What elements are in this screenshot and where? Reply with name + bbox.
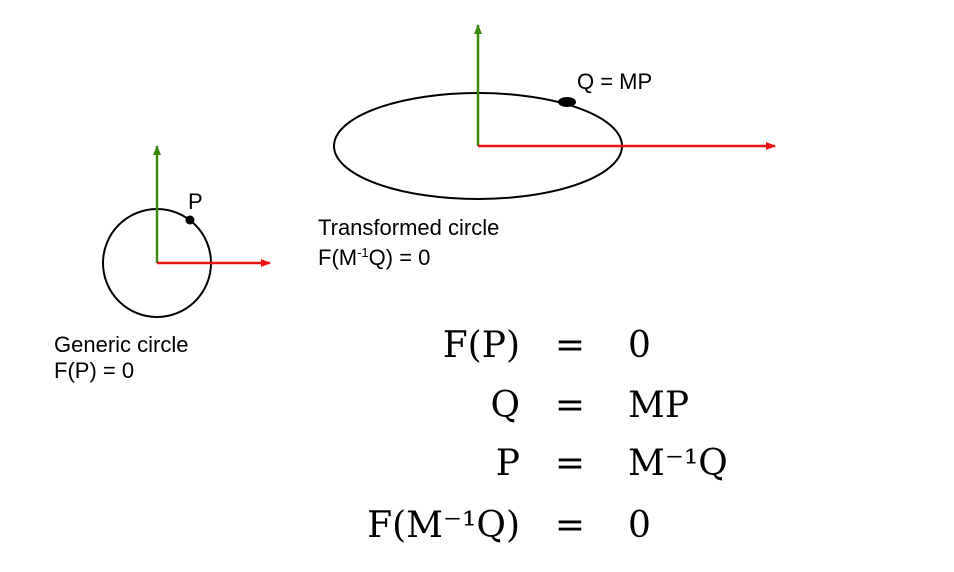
eq2-lhs: Q (490, 385, 520, 426)
eq2-rhs: MP (628, 385, 690, 426)
transformed-caption-line2: F(M-1Q) = 0 (318, 244, 430, 272)
eq4-lhs: F(M⁻¹Q) (367, 505, 520, 546)
eq4-op: = (554, 505, 586, 546)
point-p-label: P (188, 189, 203, 214)
eq1-op: = (554, 325, 586, 366)
eq3-op: = (554, 443, 586, 484)
generic-caption-line2: F(P) = 0 (54, 358, 135, 383)
generic-caption-line1: Generic circle (54, 332, 189, 357)
point-q-label: Q = MP (577, 69, 653, 94)
eq3-lhs: P (495, 443, 520, 484)
eq2-op: = (554, 385, 586, 426)
transformed-caption-line2-post: Q) = 0 (368, 245, 431, 270)
eq4-rhs: 0 (628, 505, 651, 546)
transformed-caption-line2-pre: F(M (318, 245, 358, 270)
point-p-marker (185, 215, 195, 225)
eq1-lhs: F(P) (442, 325, 520, 366)
eq3-rhs: M⁻¹Q (628, 443, 728, 484)
transformed-caption-line2-sup: -1 (357, 245, 369, 260)
transformed-caption-line1: Transformed circle (318, 215, 500, 240)
eq1-rhs: 0 (628, 325, 651, 366)
point-q-marker (558, 97, 576, 107)
